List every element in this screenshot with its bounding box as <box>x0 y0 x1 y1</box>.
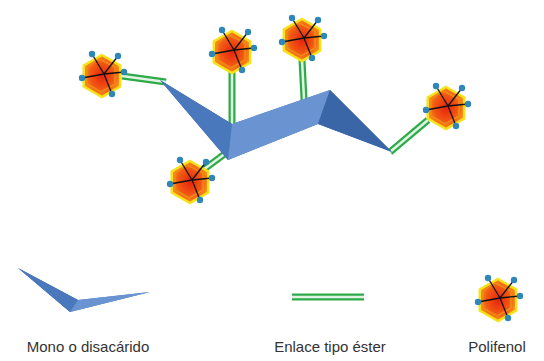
legend-label: Mono o disacárido <box>27 338 150 356</box>
legend-saccharide-sample <box>18 268 150 312</box>
legend-label: Enlace tipo éster <box>274 338 386 356</box>
ester-bonds <box>122 60 428 170</box>
saccharide-ring <box>160 80 392 160</box>
legend-polyphenol-sample <box>475 275 523 321</box>
legend-ester-sample <box>292 297 364 298</box>
legend-label: Polifenol <box>468 338 526 356</box>
polyphenols <box>79 15 471 203</box>
